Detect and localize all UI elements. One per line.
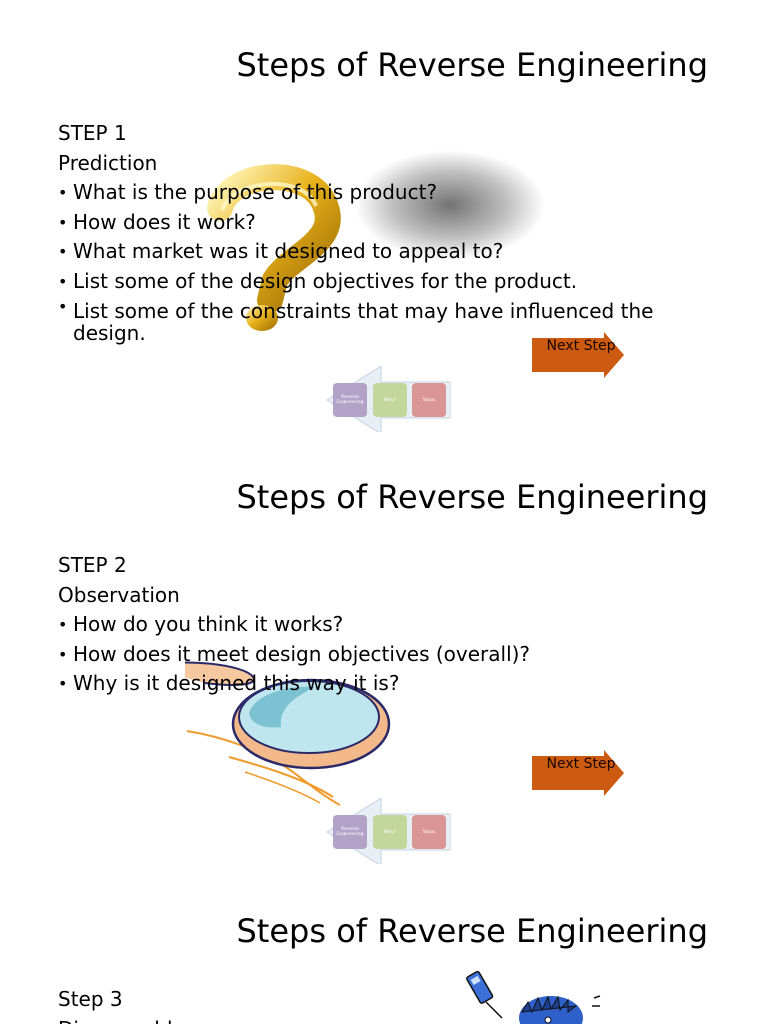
question-list: How do you think it works? How does it m…: [58, 610, 530, 699]
next-step-label: Next Step: [546, 338, 616, 354]
cartoon-figure-illustration: [466, 970, 601, 1024]
slide-step-2: Steps of Reverse Engineering STEP 2 Obse…: [0, 432, 768, 864]
breadcrumb-steps[interactable]: Steps: [412, 383, 446, 417]
list-item: How does it work?: [58, 208, 693, 238]
step-content: STEP 2 Observation How do you think it w…: [58, 550, 530, 699]
list-item: How do you think it works?: [58, 610, 530, 640]
breadcrumb-why[interactable]: Why?: [373, 383, 407, 417]
step-content: STEP 1 Prediction What is the purpose of…: [58, 118, 693, 344]
slide-title: Steps of Reverse Engineering: [236, 46, 708, 84]
next-step-button[interactable]: Next Step: [532, 750, 624, 796]
breadcrumb-navigation: Reverse Engineering Why? Steps: [327, 366, 451, 432]
slide-step-1: Steps of Reverse Engineering STEP 1 Pred…: [0, 0, 768, 432]
step-content: Step 3 Disassemble: [58, 984, 185, 1024]
next-step-button[interactable]: Next Step: [532, 332, 624, 378]
step-label: STEP 2: [58, 553, 127, 577]
list-item: List some of the design objectives for t…: [58, 267, 693, 297]
slide-title: Steps of Reverse Engineering: [236, 478, 708, 516]
breadcrumb-why[interactable]: Why?: [373, 815, 407, 849]
slide-step-3: Steps of Reverse Engineering Step 3 Disa…: [0, 864, 768, 1024]
breadcrumb-steps[interactable]: Steps: [412, 815, 446, 849]
step-name: Observation: [58, 583, 180, 607]
step-label: Step 3: [58, 987, 123, 1011]
step-name: Prediction: [58, 151, 158, 175]
slide-title: Steps of Reverse Engineering: [236, 912, 708, 950]
breadcrumb-reverse-engineering[interactable]: Reverse Engineering: [333, 383, 367, 417]
list-item: How does it meet design objectives (over…: [58, 640, 530, 670]
list-item: List some of the constraints that may ha…: [58, 296, 693, 344]
right-arrow-icon: [532, 332, 624, 378]
list-item: Why is it designed this way it is?: [58, 669, 530, 699]
question-list: What is the purpose of this product? How…: [58, 178, 693, 344]
right-arrow-icon: [532, 750, 624, 796]
list-item: What is the purpose of this product?: [58, 178, 693, 208]
next-step-label: Next Step: [546, 756, 616, 772]
step-name: Disassemble: [58, 1014, 185, 1024]
list-item: What market was it designed to appeal to…: [58, 237, 693, 267]
step-label: STEP 1: [58, 121, 127, 145]
breadcrumb-reverse-engineering[interactable]: Reverse Engineering: [333, 815, 367, 849]
breadcrumb-navigation: Reverse Engineering Why? Steps: [327, 798, 451, 864]
